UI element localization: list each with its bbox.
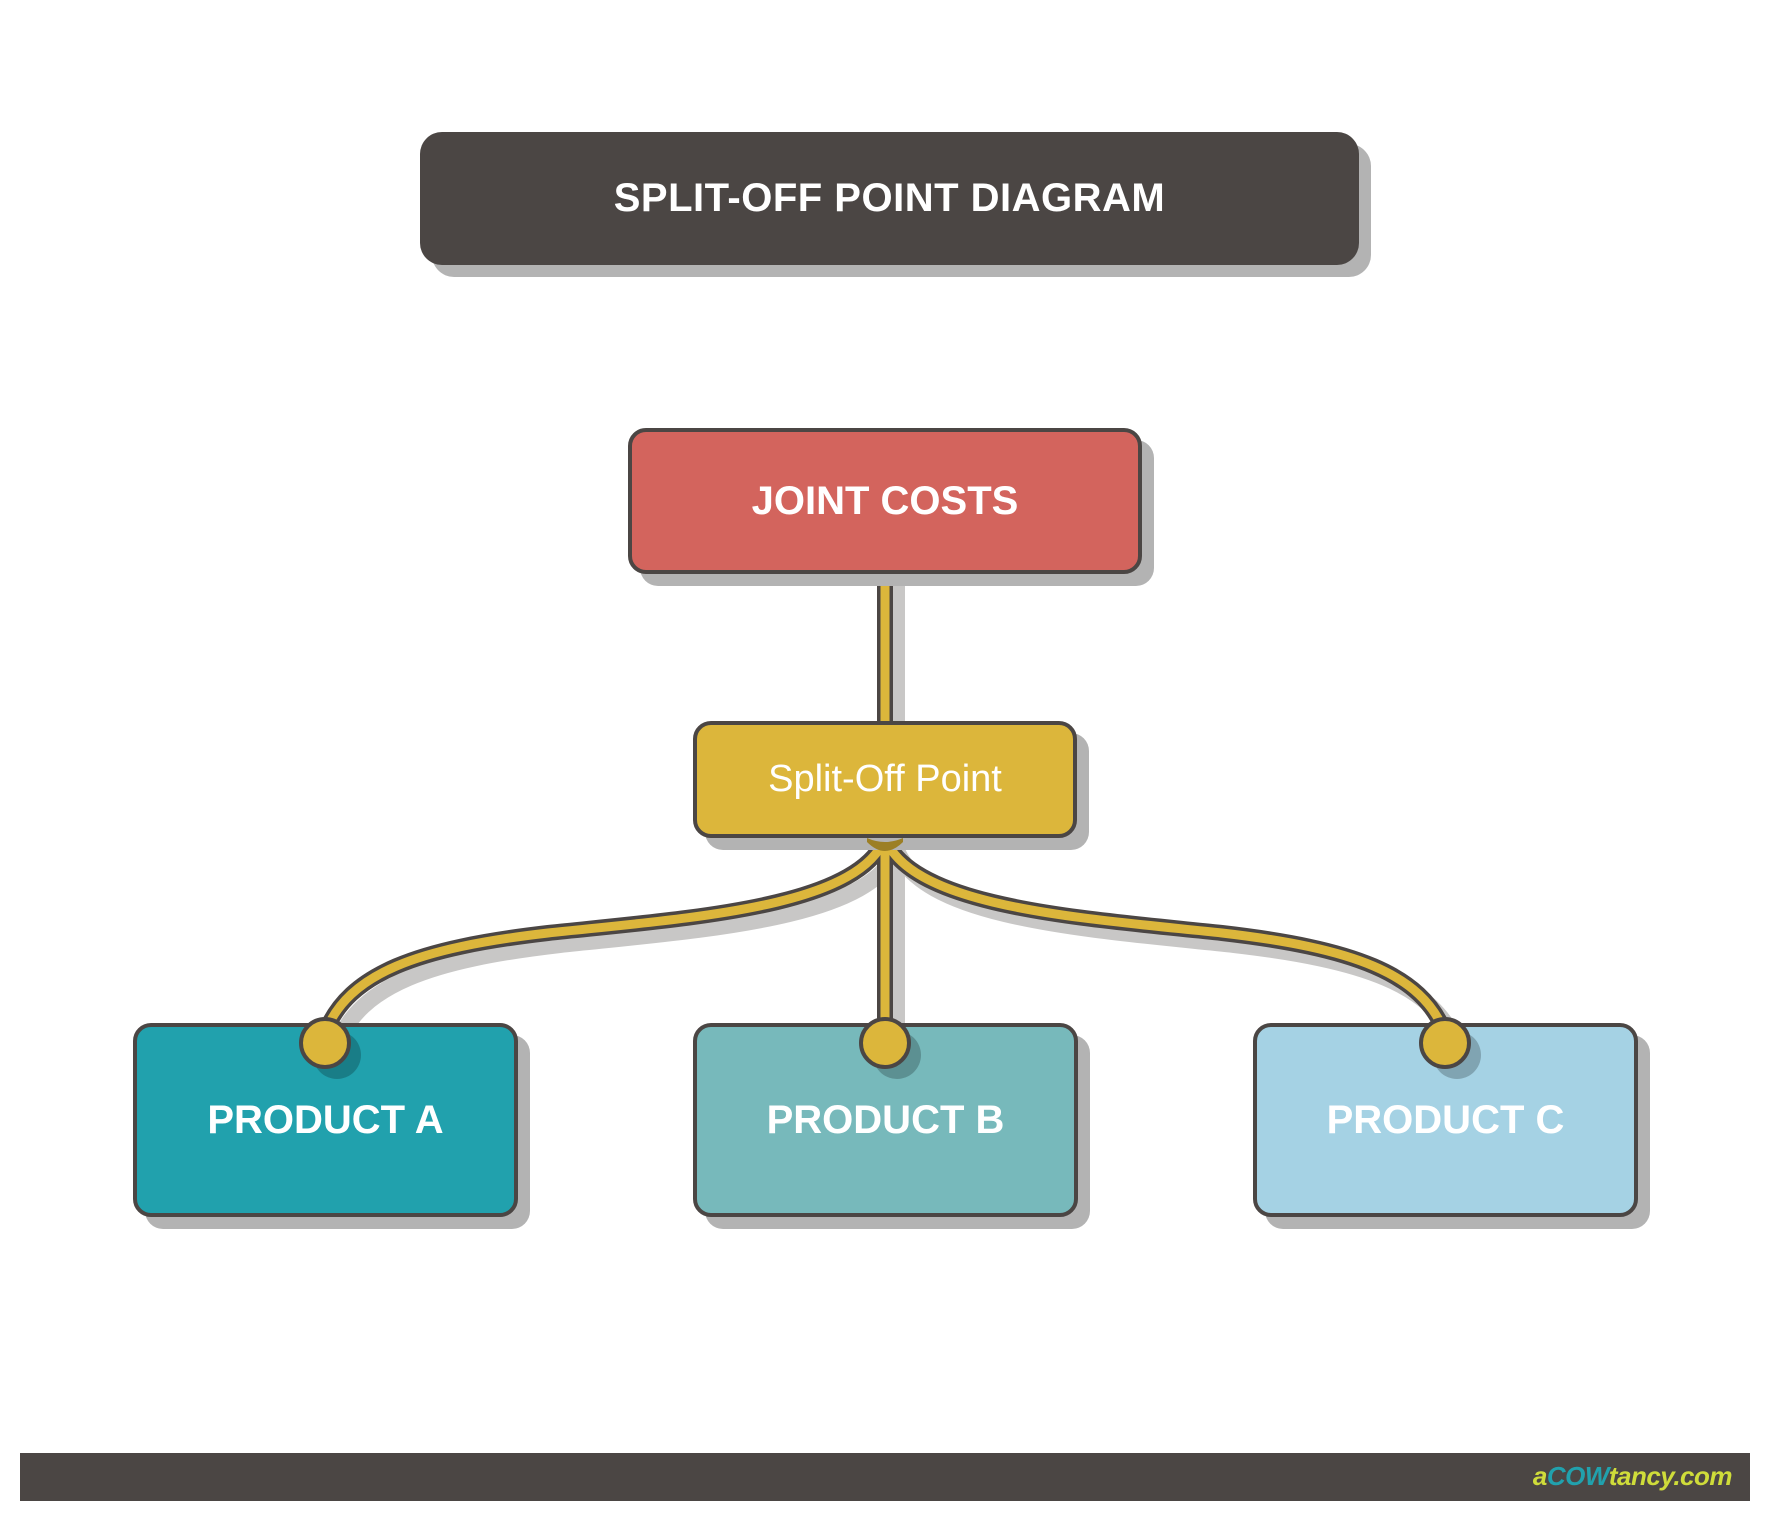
product-a-node: PRODUCT A <box>133 1023 518 1217</box>
footer-bar: aCOWtancy.com <box>20 1453 1750 1501</box>
split-off-point-node: Split-Off Point <box>693 721 1077 838</box>
logo-brand: COW <box>1546 1461 1610 1491</box>
brand-logo[interactable]: aCOWtancy.com <box>1532 1461 1733 1492</box>
logo-prefix: a <box>1532 1461 1547 1491</box>
page-title: SPLIT-OFF POINT DIAGRAM <box>420 132 1359 265</box>
logo-suffix: tancy.com <box>1608 1461 1733 1491</box>
product-b-node: PRODUCT B <box>693 1023 1078 1217</box>
joint-costs-node: JOINT COSTS <box>628 428 1142 574</box>
product-c-node: PRODUCT C <box>1253 1023 1638 1217</box>
